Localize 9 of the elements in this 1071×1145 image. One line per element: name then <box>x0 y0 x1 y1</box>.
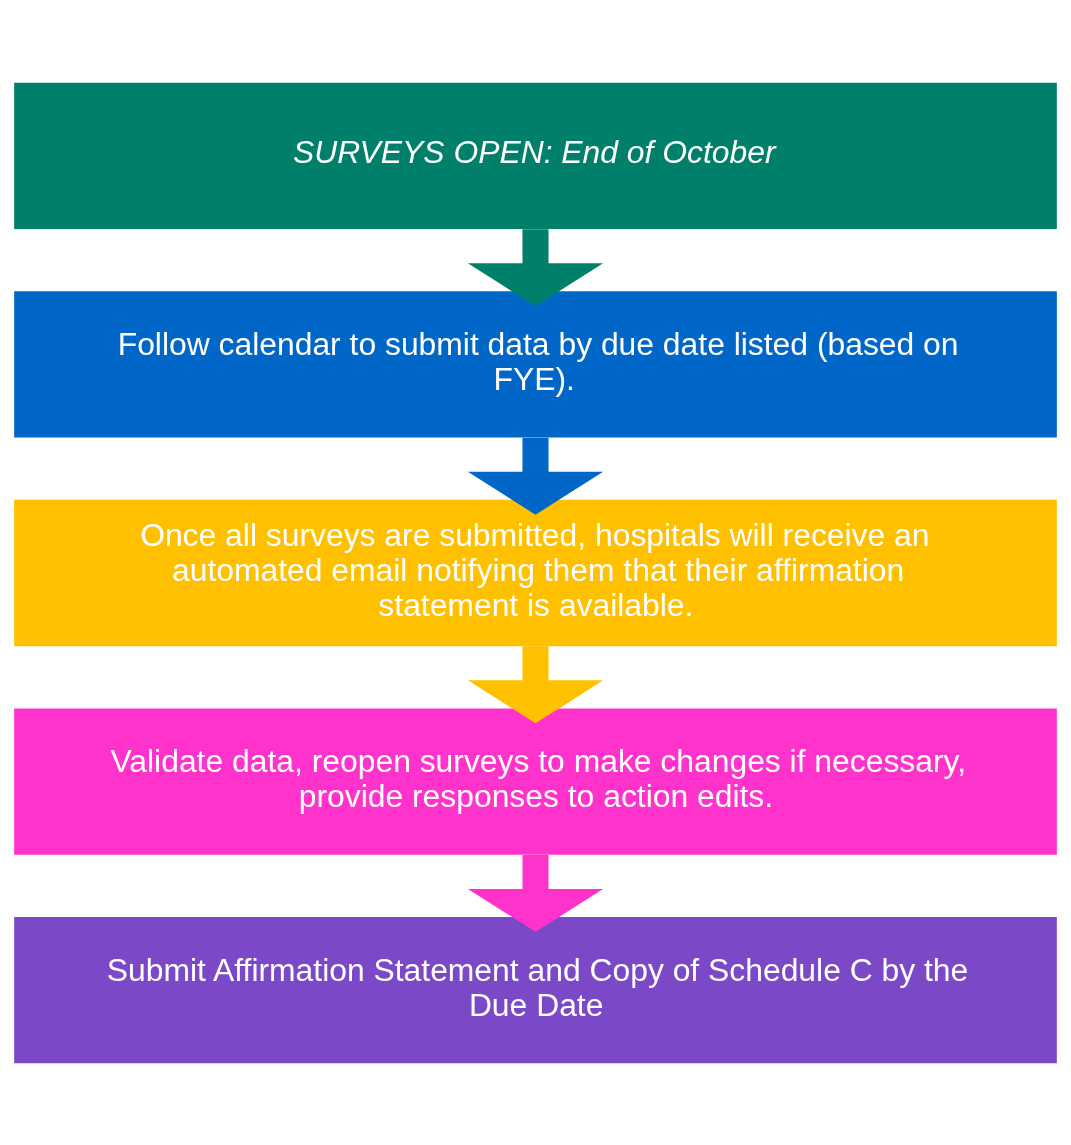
arrow <box>467 437 604 515</box>
node-box: Submit Affirmation Statement and Copy of Schedule C by the Due Date <box>14 916 1057 1063</box>
arrow <box>467 645 604 723</box>
node-box: SURVEYS OPEN: End of October <box>14 82 1057 229</box>
arrow <box>467 854 604 932</box>
node-box: Once all surveys are submitted, hospitals will receive an automated email notifying them that their affirmation statement is available. <box>14 499 1057 646</box>
node-box: Validate data, reopen surveys to make changes if necessary, provide responses to action edits. <box>14 707 1057 855</box>
arrow <box>467 228 604 306</box>
node-box: Follow calendar to submit data by due date listed (based on FYE). <box>14 290 1057 438</box>
